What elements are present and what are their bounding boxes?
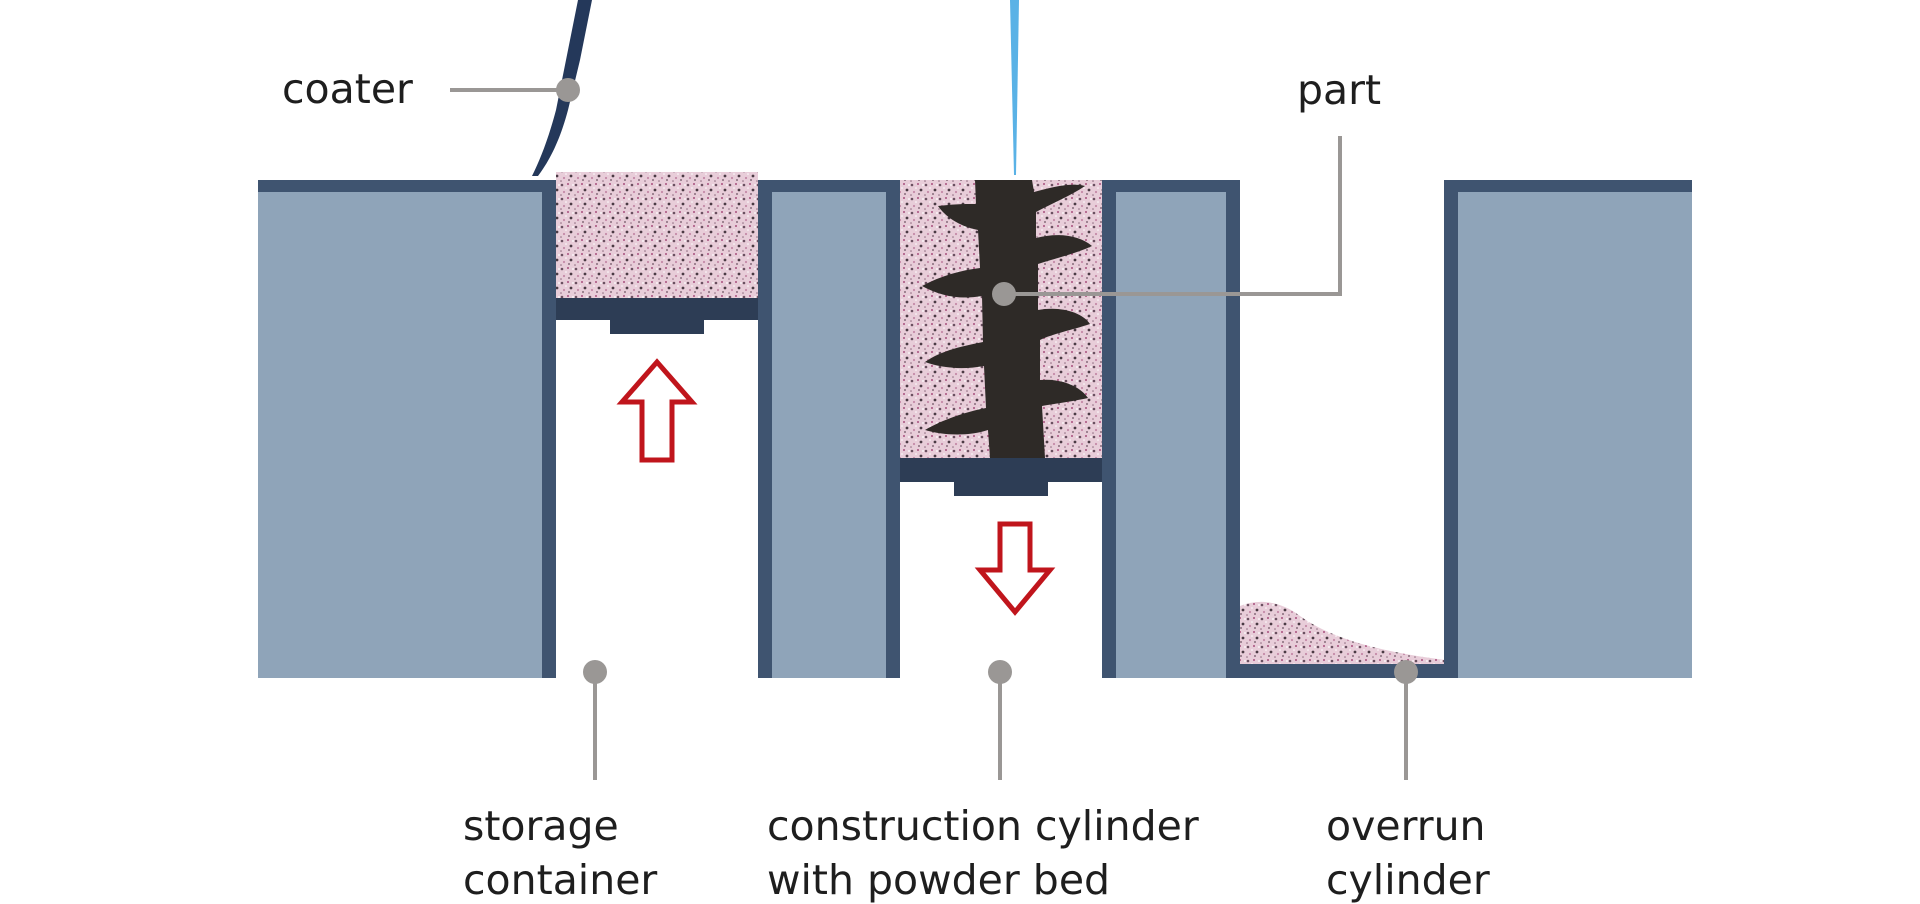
label-storage-line2: container <box>463 856 657 904</box>
laser-beam <box>1010 0 1019 175</box>
left-wall <box>258 180 556 678</box>
label-overrun-line2: cylinder <box>1326 856 1490 904</box>
label-overrun-line1: overrun <box>1326 802 1486 850</box>
construction-platform <box>900 458 1102 482</box>
label-construction-line1: construction cylinder <box>767 802 1199 850</box>
part <box>922 180 1092 458</box>
label-construction-line2: with powder bed <box>767 856 1110 904</box>
up-arrow-icon <box>616 358 698 463</box>
middle-wall-left <box>758 180 900 678</box>
leader-dots <box>556 78 1418 684</box>
label-storage-line1: storage <box>463 802 619 850</box>
overrun-powder <box>1240 601 1445 664</box>
down-arrow-icon <box>974 521 1056 616</box>
label-coater: coater <box>282 65 413 113</box>
storage-platform <box>556 298 758 320</box>
overrun-floor <box>1226 664 1458 678</box>
storage-powder <box>556 172 758 298</box>
label-part: part <box>1297 66 1381 114</box>
right-wall <box>1444 180 1692 678</box>
leader-lines <box>450 88 1408 780</box>
middle-wall-right <box>1102 180 1240 678</box>
